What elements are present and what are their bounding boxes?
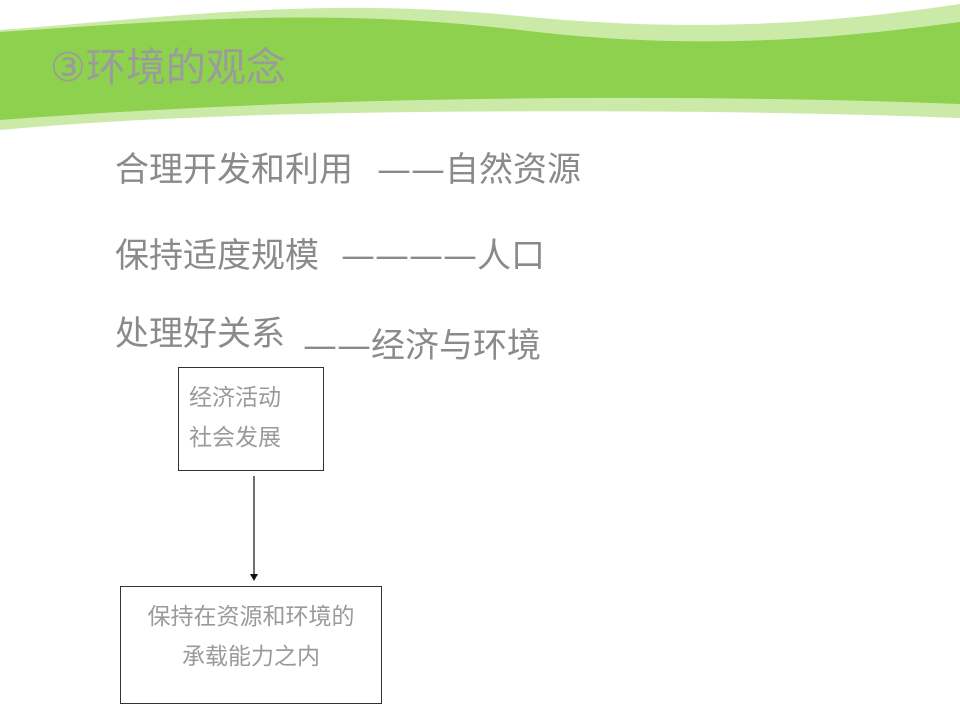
- down-arrow-icon: [250, 476, 258, 581]
- box-line: 经济活动: [189, 385, 281, 411]
- banner-main-band: [0, 17, 960, 120]
- dash-connector: ——: [377, 150, 445, 190]
- statement-label: 处理好关系: [115, 314, 285, 354]
- box-line: 保持在资源和环境的: [147, 604, 355, 630]
- slide-title: ③环境的观念: [50, 45, 286, 91]
- flow-box-carrying-capacity: 保持在资源和环境的 承载能力之内: [120, 586, 382, 704]
- statement-target: 人口: [477, 236, 545, 276]
- box-line: 承载能力之内: [182, 644, 320, 670]
- statement-label: 保持适度规模: [115, 236, 319, 276]
- box-line: 社会发展: [189, 425, 281, 451]
- statement-row-population: 保持适度规模 ————人口: [115, 234, 545, 278]
- statement-target: 经济与环境: [371, 326, 541, 366]
- statement-target: 自然资源: [445, 150, 581, 190]
- flow-box-economic-activity: 经济活动 社会发展: [178, 367, 324, 471]
- statement-label: 合理开发和利用: [115, 150, 353, 190]
- statement-row-resources: 合理开发和利用 ——自然资源: [115, 148, 581, 192]
- arrow-head: [250, 574, 258, 581]
- dash-connector: ——: [303, 326, 371, 366]
- green-wave-banner: [0, 4, 960, 130]
- statement-row-relationship: 处理好关系 ——经济与环境: [115, 312, 541, 366]
- dash-connector: ————: [341, 236, 477, 276]
